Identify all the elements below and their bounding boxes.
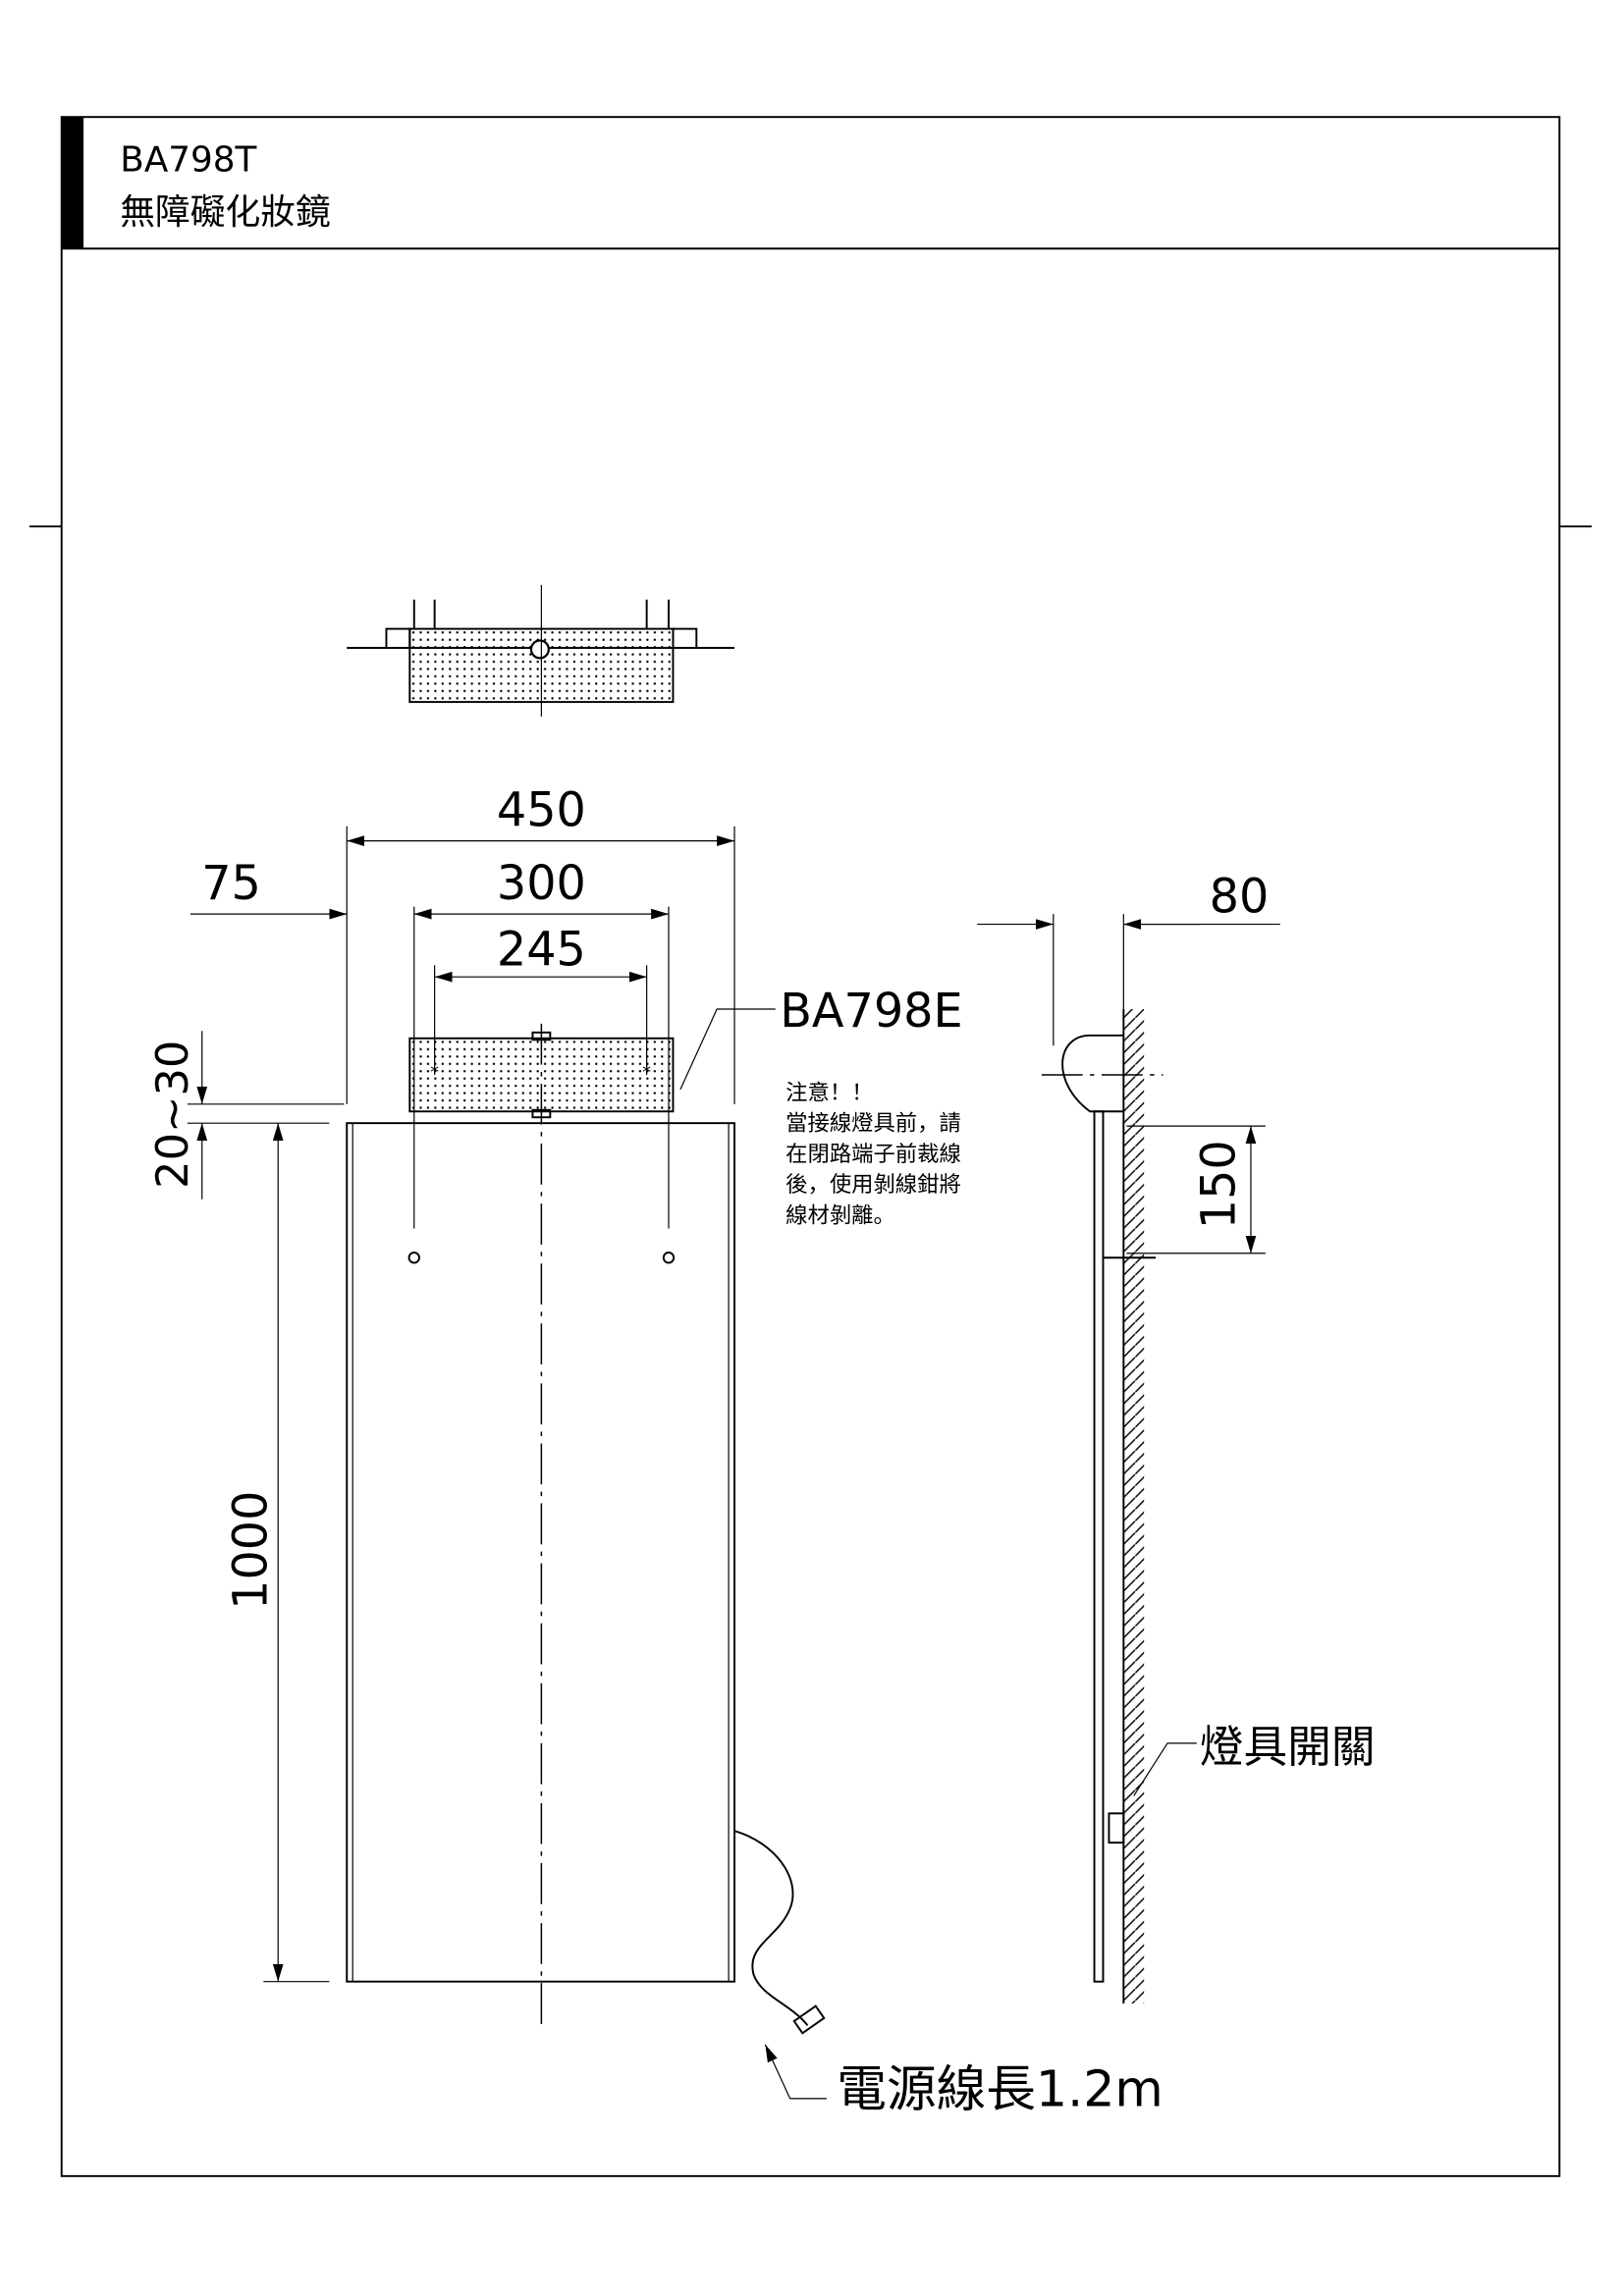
svg-text:注意！！: 注意！！ <box>785 1080 873 1105</box>
light-model-label: BA798E <box>780 985 962 1039</box>
screw-icon <box>407 1252 420 1264</box>
svg-text:後，使用剝線鉗將: 後，使用剝線鉗將 <box>785 1172 961 1198</box>
product-name: 無障礙化妝鏡 <box>120 192 331 233</box>
model-number: BA798T <box>120 139 256 180</box>
dim-width-450: 450 <box>497 784 586 838</box>
dim-light-245: 245 <box>497 923 586 977</box>
front-view: * * <box>346 906 826 2035</box>
dim-depth-80: 80 <box>1210 871 1270 925</box>
switch-icon <box>1108 1812 1125 1844</box>
svg-text:*: * <box>430 1062 439 1083</box>
switch-label: 燈具開關 <box>1200 1722 1376 1773</box>
drawing-frame <box>28 116 1593 2177</box>
top-view <box>347 584 735 718</box>
dim-height-1000: 1000 <box>224 1491 278 1610</box>
svg-text:當接線燈具前，請: 當接線燈具前，請 <box>785 1111 961 1137</box>
side-view <box>1041 1008 1164 2004</box>
dim-gap: 20~30 <box>147 1041 198 1189</box>
power-cable <box>733 1830 809 2026</box>
wiring-note: 注意！！ 當接線燈具前，請 在閉路端子前裁線 後，使用剝線鉗將 線材剝離。 <box>785 1080 961 1228</box>
screw-icon <box>662 1252 676 1264</box>
dim-bolt-300: 300 <box>497 857 586 911</box>
svg-text:線材剝離。: 線材剝離。 <box>785 1202 895 1228</box>
dim-switch-150: 150 <box>1193 1140 1247 1229</box>
dimension-lines <box>187 826 1280 1983</box>
dim-offset-75: 75 <box>201 857 261 911</box>
svg-text:*: * <box>642 1062 651 1083</box>
svg-text:在閉路端子前裁線: 在閉路端子前裁線 <box>785 1142 961 1167</box>
cable-length-label: 電源線長1.2m <box>837 2059 1163 2117</box>
